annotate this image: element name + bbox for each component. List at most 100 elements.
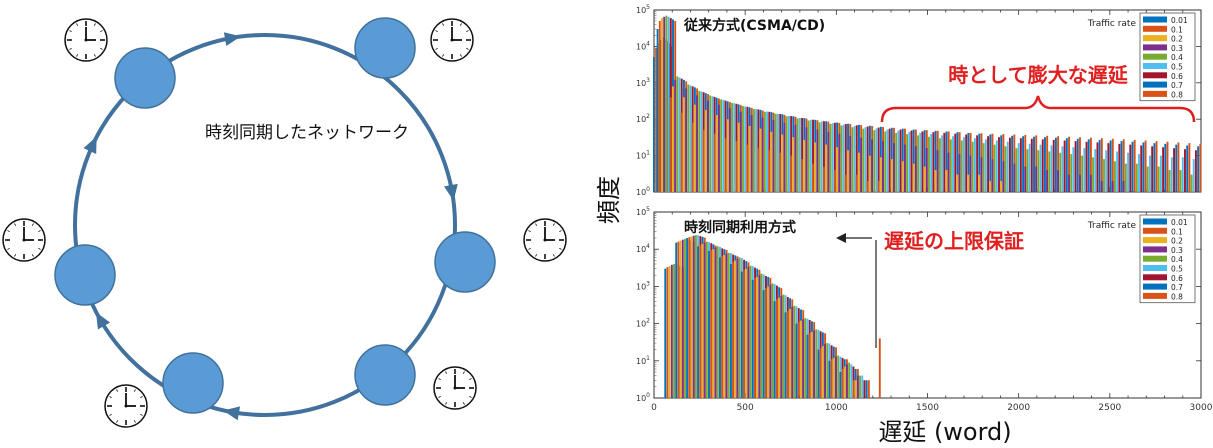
bar — [861, 375, 864, 398]
y-tick-label: 101 — [636, 150, 650, 161]
bar — [732, 262, 735, 398]
bar — [1197, 146, 1200, 192]
legend-swatch — [1143, 25, 1167, 32]
bar — [828, 360, 831, 398]
y-tick-label: 105 — [636, 4, 650, 15]
bar — [932, 132, 935, 192]
bar — [910, 130, 913, 192]
bar — [716, 246, 719, 398]
bar — [934, 130, 937, 192]
bar — [1000, 135, 1003, 192]
legend-label: 0.01 — [1171, 16, 1188, 25]
bar — [692, 235, 695, 398]
bar — [658, 20, 661, 193]
legend-label: 0.1 — [1171, 25, 1183, 34]
bar — [925, 148, 928, 192]
bar — [873, 130, 876, 192]
bar — [726, 119, 729, 192]
bar — [790, 116, 793, 192]
bar — [878, 338, 881, 398]
bar — [725, 253, 728, 398]
bar — [697, 246, 700, 398]
bar — [724, 138, 727, 192]
bar — [1098, 139, 1101, 192]
bar — [700, 91, 703, 192]
bar — [941, 135, 944, 192]
bar — [843, 366, 846, 398]
bar — [956, 132, 959, 192]
bar — [832, 357, 835, 398]
bar — [877, 127, 880, 192]
bar — [987, 136, 990, 192]
bar — [678, 77, 681, 192]
bar — [848, 362, 851, 398]
bar — [772, 120, 775, 192]
bar — [840, 125, 843, 192]
bar — [837, 355, 840, 398]
bar — [1061, 146, 1064, 192]
bar — [795, 323, 798, 398]
bar — [984, 139, 987, 192]
bar — [867, 380, 870, 398]
bar — [1037, 150, 1040, 192]
bar — [721, 256, 724, 398]
bar — [960, 140, 963, 192]
bar — [967, 174, 970, 192]
bar — [798, 117, 801, 192]
bar — [945, 170, 948, 192]
bar — [715, 115, 718, 192]
network-node — [162, 352, 224, 414]
ring-diagram: 時刻同期したネットワーク — [2, 17, 567, 428]
bar — [778, 297, 781, 398]
bar — [757, 148, 760, 192]
bar — [821, 346, 824, 398]
bar — [936, 150, 939, 192]
bar — [703, 242, 706, 398]
bar — [773, 301, 776, 398]
bar — [879, 157, 882, 192]
bar — [679, 240, 682, 398]
bar — [908, 131, 911, 192]
bar — [1131, 141, 1134, 192]
bar — [1063, 140, 1066, 192]
bar — [863, 380, 866, 398]
arrow-icon — [96, 312, 111, 330]
bar — [676, 76, 679, 192]
legend-swatch — [1143, 44, 1167, 51]
y-tick-label: 100 — [636, 186, 650, 197]
bar — [674, 79, 677, 192]
bar — [978, 174, 981, 192]
bar — [1111, 181, 1114, 192]
annotation-upper-bound: 遅延の上限保証 — [884, 229, 1024, 253]
annotation-huge-delay: 時として膨大な遅延 — [948, 63, 1128, 87]
y-tick-label: 103 — [636, 77, 650, 88]
bar — [720, 99, 723, 192]
bar — [1116, 151, 1119, 192]
bar — [1133, 139, 1136, 192]
bar — [1159, 155, 1162, 192]
ring-nodes — [54, 17, 496, 414]
bar — [1028, 143, 1031, 192]
bar — [810, 331, 813, 398]
bar — [825, 144, 828, 192]
bar — [789, 308, 791, 398]
bar — [663, 16, 666, 193]
plot-frame — [653, 211, 1202, 399]
bar — [865, 380, 868, 398]
arrow-icon — [223, 406, 241, 421]
bar — [685, 88, 688, 192]
y-axis-label: 頻度 — [595, 176, 623, 224]
bar — [809, 119, 812, 192]
bar — [1026, 149, 1029, 192]
bar — [912, 129, 915, 192]
bar — [750, 115, 753, 192]
legend-swatch — [1143, 90, 1167, 97]
bar — [860, 137, 863, 192]
bar — [740, 271, 743, 398]
bar — [1135, 163, 1138, 192]
bar — [669, 97, 672, 192]
x-tick-label: 1500 — [916, 403, 939, 413]
bar — [1190, 174, 1193, 192]
bar — [704, 109, 707, 192]
